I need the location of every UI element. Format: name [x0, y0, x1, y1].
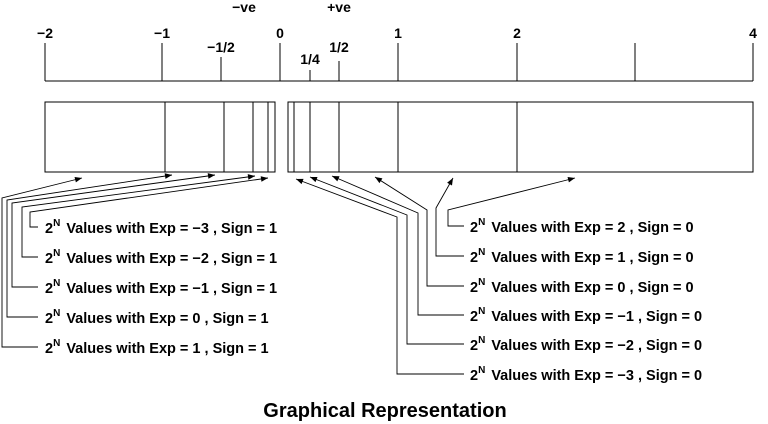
right-exponent-row-label: 2N Values with Exp = −1 , Sign = 0 [470, 306, 702, 325]
base: 2 [470, 280, 478, 296]
right-exponent-row-label: 2N Values with Exp = 0 , Sign = 0 [470, 277, 694, 296]
negative-label: −ve [232, 0, 256, 15]
right-exponent-row-label: 2N Values with Exp = −2 , Sign = 0 [470, 335, 702, 354]
leader-arrow [29, 176, 269, 228]
axis-ticks: −2 −1 −1/2 0 1/4 1/2 1 2 4 [37, 25, 757, 81]
base: 2 [470, 338, 478, 354]
left-exponent-row-label: 2N Values with Exp = −1 , Sign = 1 [45, 278, 277, 297]
base: 2 [470, 250, 478, 266]
leader-arrow [309, 176, 464, 345]
row-text: Values with Exp = 2 , Sign = 0 [491, 220, 693, 236]
right-exponent-row-label: 2N Values with Exp = −3 , Sign = 0 [470, 365, 702, 384]
positive-range-box [287, 101, 754, 173]
row-text: Values with Exp = −1 , Sign = 0 [491, 309, 702, 325]
row-text: Values with Exp = 0 , Sign = 1 [66, 311, 268, 327]
negative-range-box [44, 101, 276, 173]
leader-arrow [447, 176, 576, 227]
tick-label: −1 [154, 25, 170, 41]
tick-label: −1/2 [207, 39, 235, 55]
row-text: Values with Exp = −2 , Sign = 0 [491, 338, 702, 354]
power: N [478, 247, 485, 258]
power: N [478, 306, 485, 317]
tick-label: −2 [37, 25, 53, 41]
tick-label: 1/4 [300, 51, 320, 67]
leader-arrow [295, 178, 464, 375]
row-text: Values with Exp = 1 , Sign = 1 [66, 341, 268, 357]
power: N [53, 218, 60, 229]
power: N [53, 308, 60, 319]
row-text: Values with Exp = 0 , Sign = 0 [491, 280, 693, 296]
base: 2 [45, 341, 53, 357]
row-text: Values with Exp = −2 , Sign = 1 [66, 251, 277, 267]
power: N [478, 277, 485, 288]
power: N [478, 365, 485, 376]
power: N [478, 217, 485, 228]
right-exponent-row-label: 2N Values with Exp = 1 , Sign = 0 [470, 247, 694, 266]
left-exponent-row-label: 2N Values with Exp = −3 , Sign = 1 [45, 218, 277, 237]
power: N [53, 278, 60, 289]
leader-arrow [1, 176, 83, 348]
tick-label: 0 [276, 25, 284, 41]
leader-arrow [374, 176, 464, 287]
leader-arrow [331, 175, 464, 316]
tick-label: 4 [749, 25, 757, 41]
power: N [478, 335, 485, 346]
base: 2 [470, 368, 478, 384]
base: 2 [470, 220, 478, 236]
leader-arrow [435, 177, 464, 257]
base: 2 [45, 221, 53, 237]
left-exponent-row-label: 2N Values with Exp = 1 , Sign = 1 [45, 338, 269, 357]
tick-label: 2 [513, 25, 521, 41]
row-text: Values with Exp = −3 , Sign = 1 [66, 221, 277, 237]
row-text: Values with Exp = 1 , Sign = 0 [491, 250, 693, 266]
leader-arrows [1, 173, 576, 375]
leader-arrow [6, 173, 173, 318]
left-exponent-row-label: 2N Values with Exp = −2 , Sign = 1 [45, 248, 277, 267]
power: N [53, 248, 60, 259]
base: 2 [45, 281, 53, 297]
diagram-title: Graphical Representation [263, 400, 506, 422]
base: 2 [45, 251, 53, 267]
exponent-dividers [164, 102, 518, 172]
tick-label: 1 [394, 25, 402, 41]
base: 2 [45, 311, 53, 327]
right-exponent-row-label: 2N Values with Exp = 2 , Sign = 0 [470, 217, 694, 236]
base: 2 [470, 309, 478, 325]
leader-arrow [21, 174, 256, 258]
tick-label: 1/2 [329, 39, 349, 55]
row-text: Values with Exp = −3 , Sign = 0 [491, 368, 702, 384]
power: N [53, 338, 60, 349]
leader-arrow [11, 173, 216, 288]
row-text: Values with Exp = −1 , Sign = 1 [66, 281, 277, 297]
positive-label: +ve [327, 0, 351, 15]
left-exponent-row-label: 2N Values with Exp = 0 , Sign = 1 [45, 308, 269, 327]
